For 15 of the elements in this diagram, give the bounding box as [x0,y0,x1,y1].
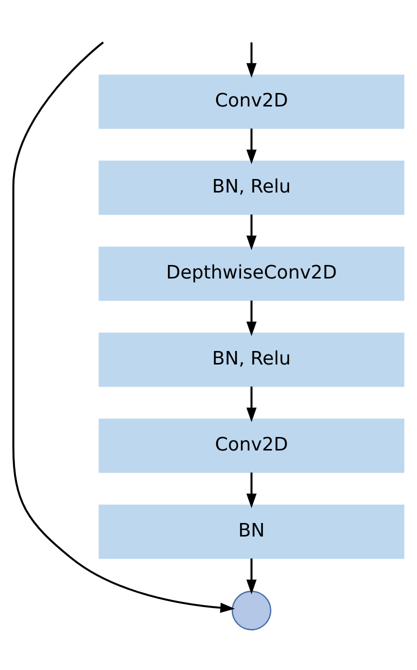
arrow [246,42,257,78]
arrow [246,386,257,422]
node-box: Conv2D [98,418,404,472]
node-box: BN, Relu [98,160,404,214]
arrow [246,128,257,164]
arrow [246,214,257,250]
arrow [246,472,257,508]
node-box: DepthwiseConv2D [98,246,404,300]
node-circle [232,590,272,630]
node-box: BN [98,504,404,558]
arrow [12,41,235,612]
node-box: Conv2D [98,74,404,128]
arrow [246,300,257,336]
arrow [246,558,257,594]
node-box: BN, Relu [98,332,404,386]
